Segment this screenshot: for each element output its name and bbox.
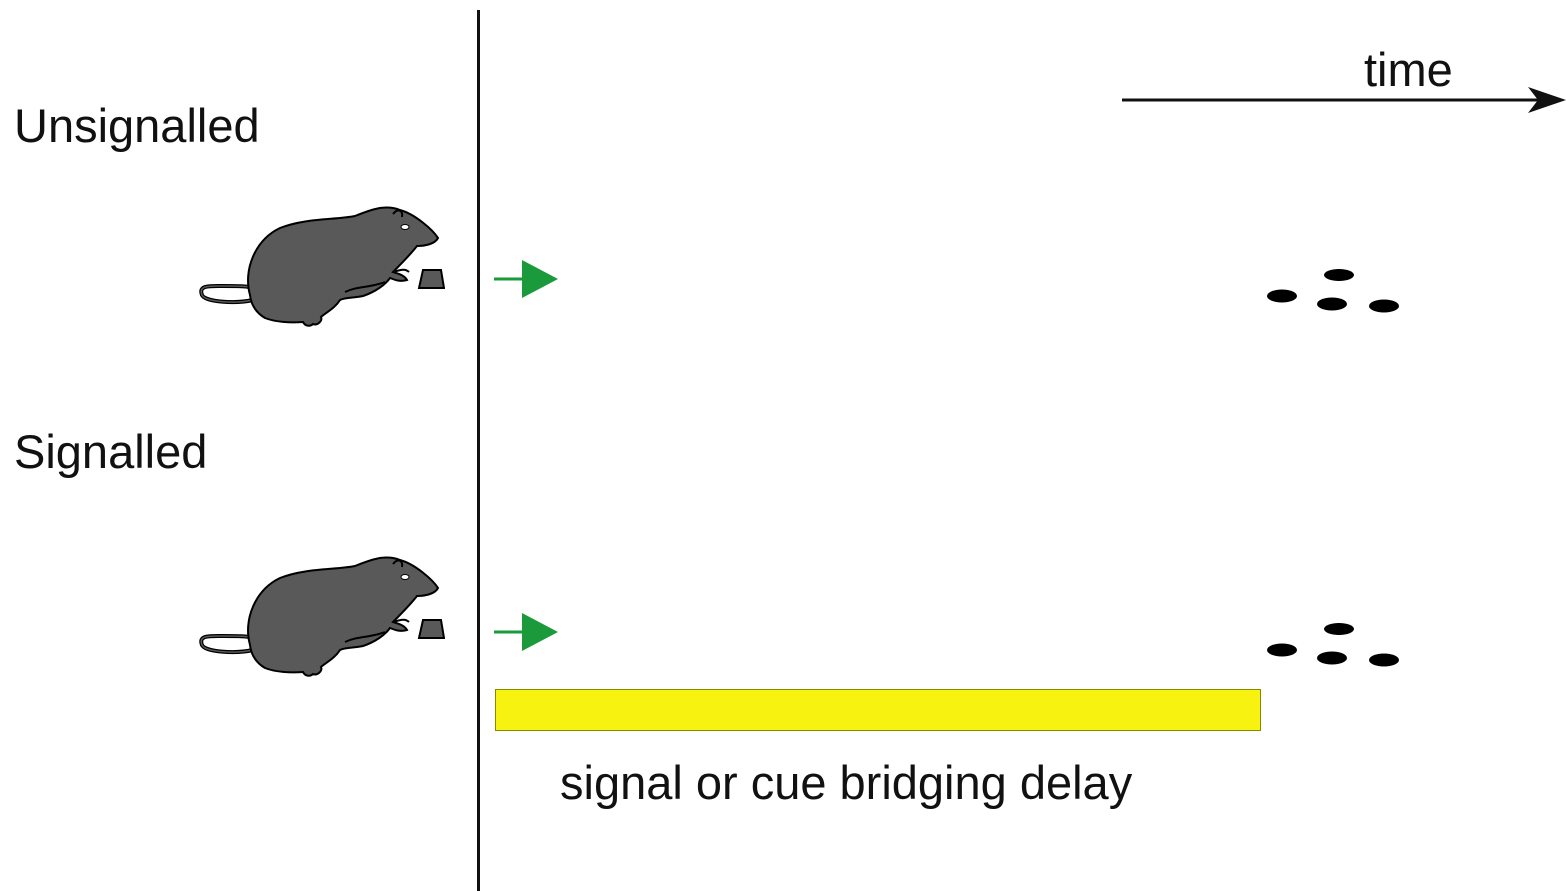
rat-body	[199, 206, 440, 327]
food-pellets-icon	[1267, 269, 1399, 313]
food-pellets-icon	[1267, 623, 1399, 667]
right-arrow-icon	[494, 260, 558, 298]
right-arrow-icon	[494, 613, 558, 651]
rat-icon	[199, 556, 445, 677]
trial-start-divider	[477, 10, 480, 891]
rat-body	[199, 556, 440, 677]
signalled-label: Signalled	[14, 425, 208, 478]
signal-bar	[495, 689, 1261, 731]
lever-icon	[417, 269, 445, 289]
unsignalled-label: Unsignalled	[14, 99, 260, 152]
time-label: time	[1364, 43, 1453, 96]
lever-icon	[417, 619, 445, 639]
signal-caption: signal or cue bridging delay	[560, 756, 1133, 809]
time-axis-arrow	[1122, 87, 1566, 113]
rat-icon	[199, 206, 445, 327]
